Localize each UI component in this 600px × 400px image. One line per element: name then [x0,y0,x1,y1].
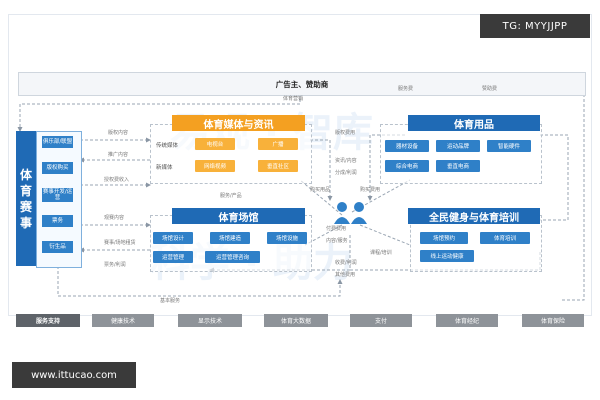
flow-label-ticket: 票务/利润 [104,262,126,268]
sports-events-char-1: 体 [19,167,32,182]
media-item-video: 网络视频 [195,160,235,172]
bottom-item-agency: 体育经纪 [436,314,498,327]
bottom-item-big-data: 体育大数据 [264,314,328,327]
bottom-item-display-tech: 显示技术 [178,314,242,327]
flow-label-content: 内容/服务 [326,238,348,244]
flow-label-basic: 基本服务 [160,298,181,304]
goods-item-vertical-ecom: 垂直电商 [436,160,480,172]
event-item-rights: 版权购买 [42,162,73,174]
flow-label-copyright: 版权内容 [108,130,129,136]
flow-label-course: 课程/培训 [370,250,392,256]
sports-events-char-3: 赛 [19,199,32,214]
goods-item-brand: 运动品牌 [436,140,480,152]
fitness-item-training: 体育培训 [480,232,530,244]
goods-item-general-ecom: 综合电商 [385,160,429,172]
fitness-header: 全民健身与体育培训 [408,208,540,224]
fitness-item-online: 线上运动健康 [420,250,474,262]
flow-label-ad: 体育营销 [283,96,304,102]
consumer-icon [334,202,367,224]
venue-item-ops: 运营管理 [153,251,193,263]
flow-label-pay-fee: 付费费用 [326,226,347,232]
goods-item-equipment: 器材设备 [385,140,429,152]
event-item-ticket: 票务 [42,215,73,227]
goods-section [380,124,542,184]
flow-label-info: 资讯/内容 [335,158,357,164]
media-item-radio: 广播 [258,138,298,150]
event-item-ops: 赛事开发/运营 [42,188,73,202]
flow-label-sponsor-fee: 赞助费 [482,86,498,92]
goods-header: 体育用品 [408,115,540,131]
fitness-item-booking: 场馆预约 [420,232,468,244]
sponsor-title: 广告主、赞助商 [275,79,329,89]
flow-label-license: 授权费收入 [104,177,130,183]
media-header: 体育媒体与资讯 [172,115,305,131]
venue-item-facility: 场馆设施 [267,232,307,244]
media-item-community: 垂直社区 [258,160,298,172]
watermark-tag-bottom-left: www.ittucao.com [12,362,136,388]
flow-label-fee: 收费/利润 [335,260,357,266]
venue-header: 体育场馆 [172,208,305,224]
bottom-item-insurance: 体育保险 [522,314,584,327]
flow-label-venue-rent: 赛事/场地租赁 [104,240,136,246]
media-section [150,124,312,184]
sponsor-box: 广告主、赞助商 [18,72,586,96]
flow-label-watch: 观赛内容 [104,215,125,221]
venue-item-consulting: 运营管理咨询 [205,251,260,263]
bottom-item-health-tech: 健康技术 [92,314,154,327]
event-item-derivative: 衍生品 [42,241,73,253]
sports-events-char-2: 育 [19,183,32,198]
flow-label-copyright-fee: 版权费用 [335,130,356,136]
watermark-tag-top-right: TG: MYYJJPP [480,14,590,38]
flow-label-buy-fee: 购买费用 [360,187,381,193]
media-item-tv: 电视台 [195,138,235,150]
media-new-label: 新媒体 [156,165,173,171]
sports-events-char-4: 事 [19,215,32,230]
flow-label-service-product: 服务/产品 [220,193,242,199]
goods-item-hardware: 智能硬件 [487,140,531,152]
flow-label-service: 服务费 [398,86,414,92]
bottom-title: 服务支持 [16,314,80,327]
bottom-item-payment: 支付 [350,314,412,327]
sports-events-header: 体 育 赛 事 [16,131,36,266]
media-traditional-label: 传统媒体 [156,143,179,149]
venue-item-build: 场馆建造 [210,232,250,244]
flow-label-promo: 推广内容 [108,152,129,158]
flow-label-other: 其他费用 [335,272,356,278]
flow-label-buy-goods: 购买用品 [310,187,331,193]
event-item-club: 俱乐部/联盟 [42,136,73,148]
flow-label-share: 分成/利润 [335,170,357,176]
venue-item-design: 场馆设计 [153,232,193,244]
